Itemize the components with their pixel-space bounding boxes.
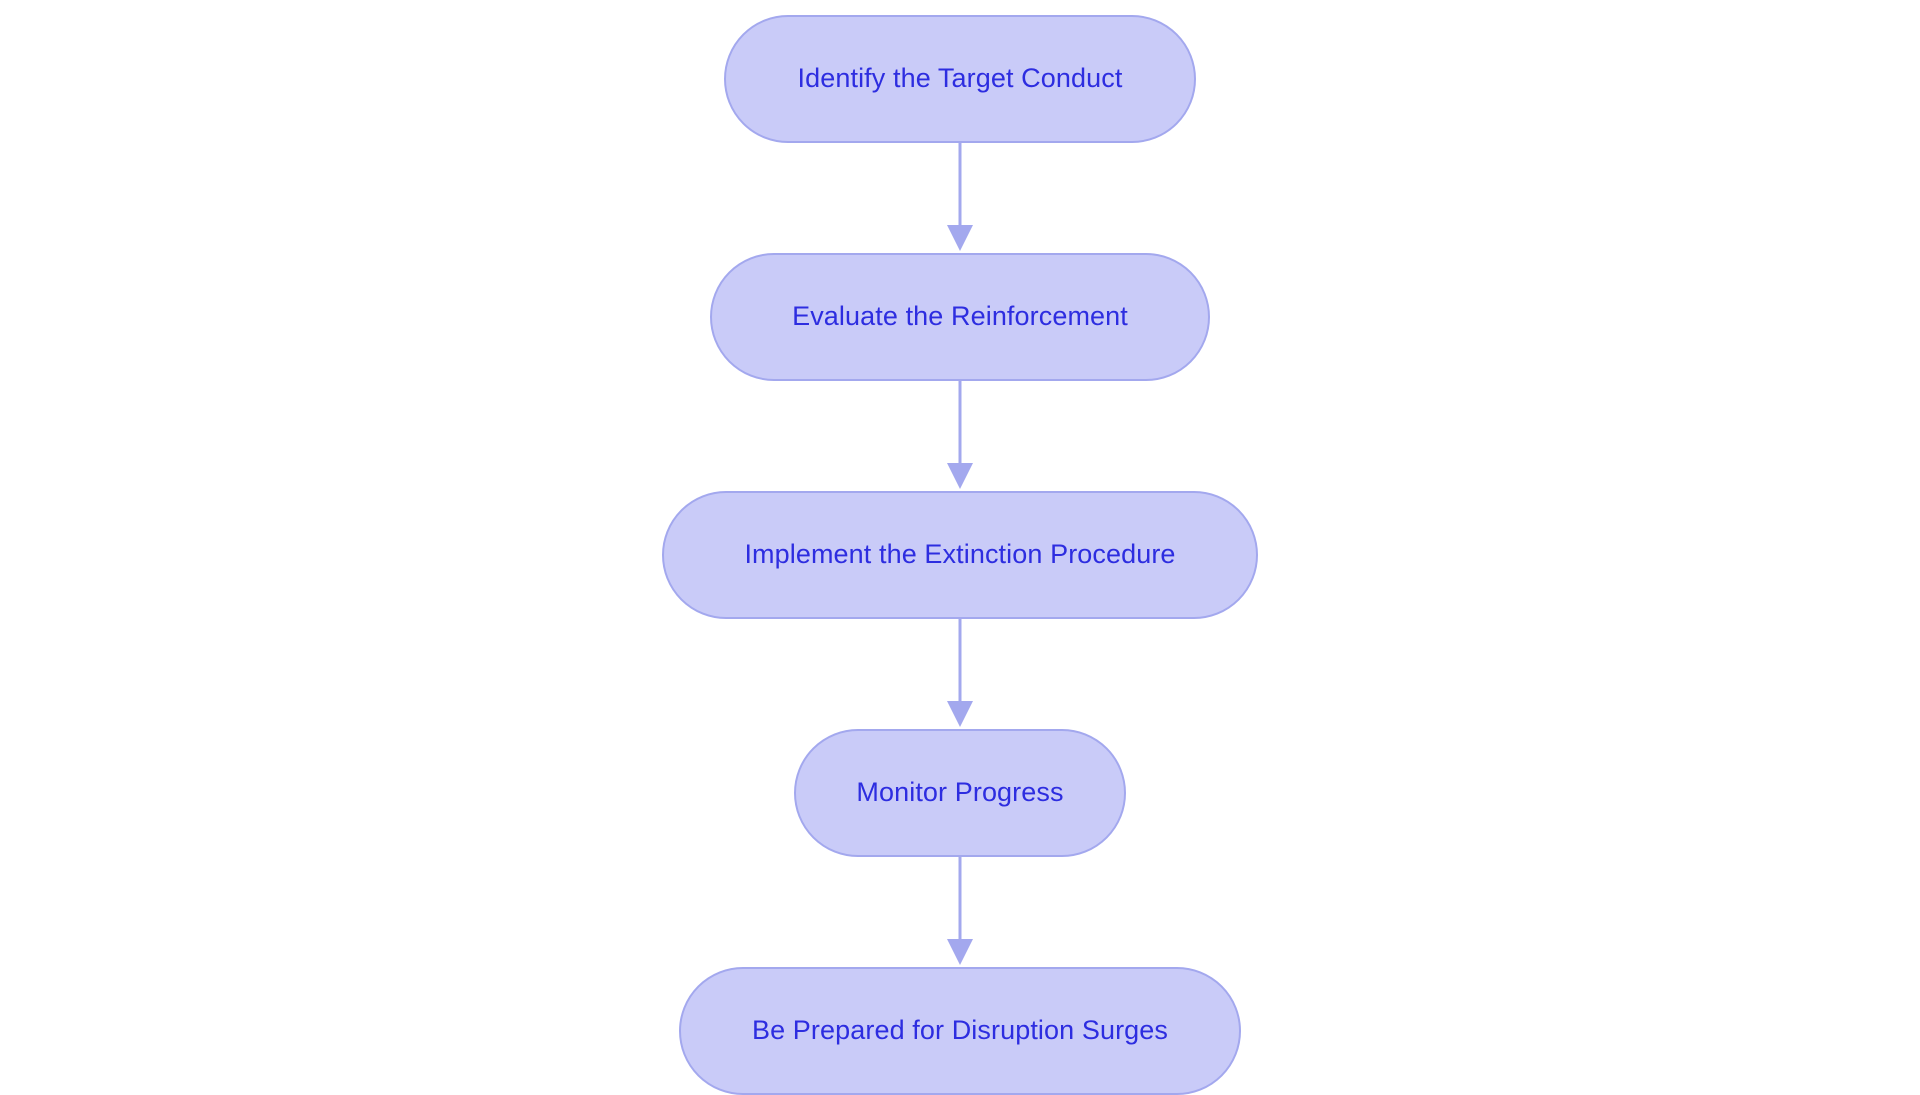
down-arrow-icon xyxy=(947,225,973,251)
flow-node-monitor-progress[interactable]: Monitor Progress xyxy=(794,729,1126,857)
flow-connector-n3-to-n4 xyxy=(940,619,980,729)
flow-node-label: Be Prepared for Disruption Surges xyxy=(751,1015,1168,1046)
flow-node-implement-the-extinction-procedure[interactable]: Implement the Extinction Procedure xyxy=(662,491,1258,619)
down-arrow-icon xyxy=(947,701,973,727)
connector-line xyxy=(958,619,962,703)
flow-node-evaluate-the-reinforcement[interactable]: Evaluate the Reinforcement xyxy=(710,253,1210,381)
down-arrow-icon xyxy=(947,463,973,489)
connector-line xyxy=(958,143,962,227)
connector-line xyxy=(958,381,962,465)
flow-node-label: Evaluate the Reinforcement xyxy=(792,301,1128,332)
flow-node-label: Implement the Extinction Procedure xyxy=(744,539,1176,570)
top-spacer xyxy=(960,0,961,15)
flow-connector-n1-to-n2 xyxy=(940,143,980,253)
flow-connector-n4-to-n5 xyxy=(940,857,980,967)
flow-node-be-prepared-for-disruption-surges[interactable]: Be Prepared for Disruption Surges xyxy=(679,967,1241,1095)
flow-node-label: Identify the Target Conduct xyxy=(797,63,1123,94)
connector-line xyxy=(958,857,962,941)
down-arrow-icon xyxy=(947,939,973,965)
flow-node-label: Monitor Progress xyxy=(856,777,1064,808)
flow-connector-n2-to-n3 xyxy=(940,381,980,491)
flow-node-identify-the-target-conduct[interactable]: Identify the Target Conduct xyxy=(724,15,1196,143)
